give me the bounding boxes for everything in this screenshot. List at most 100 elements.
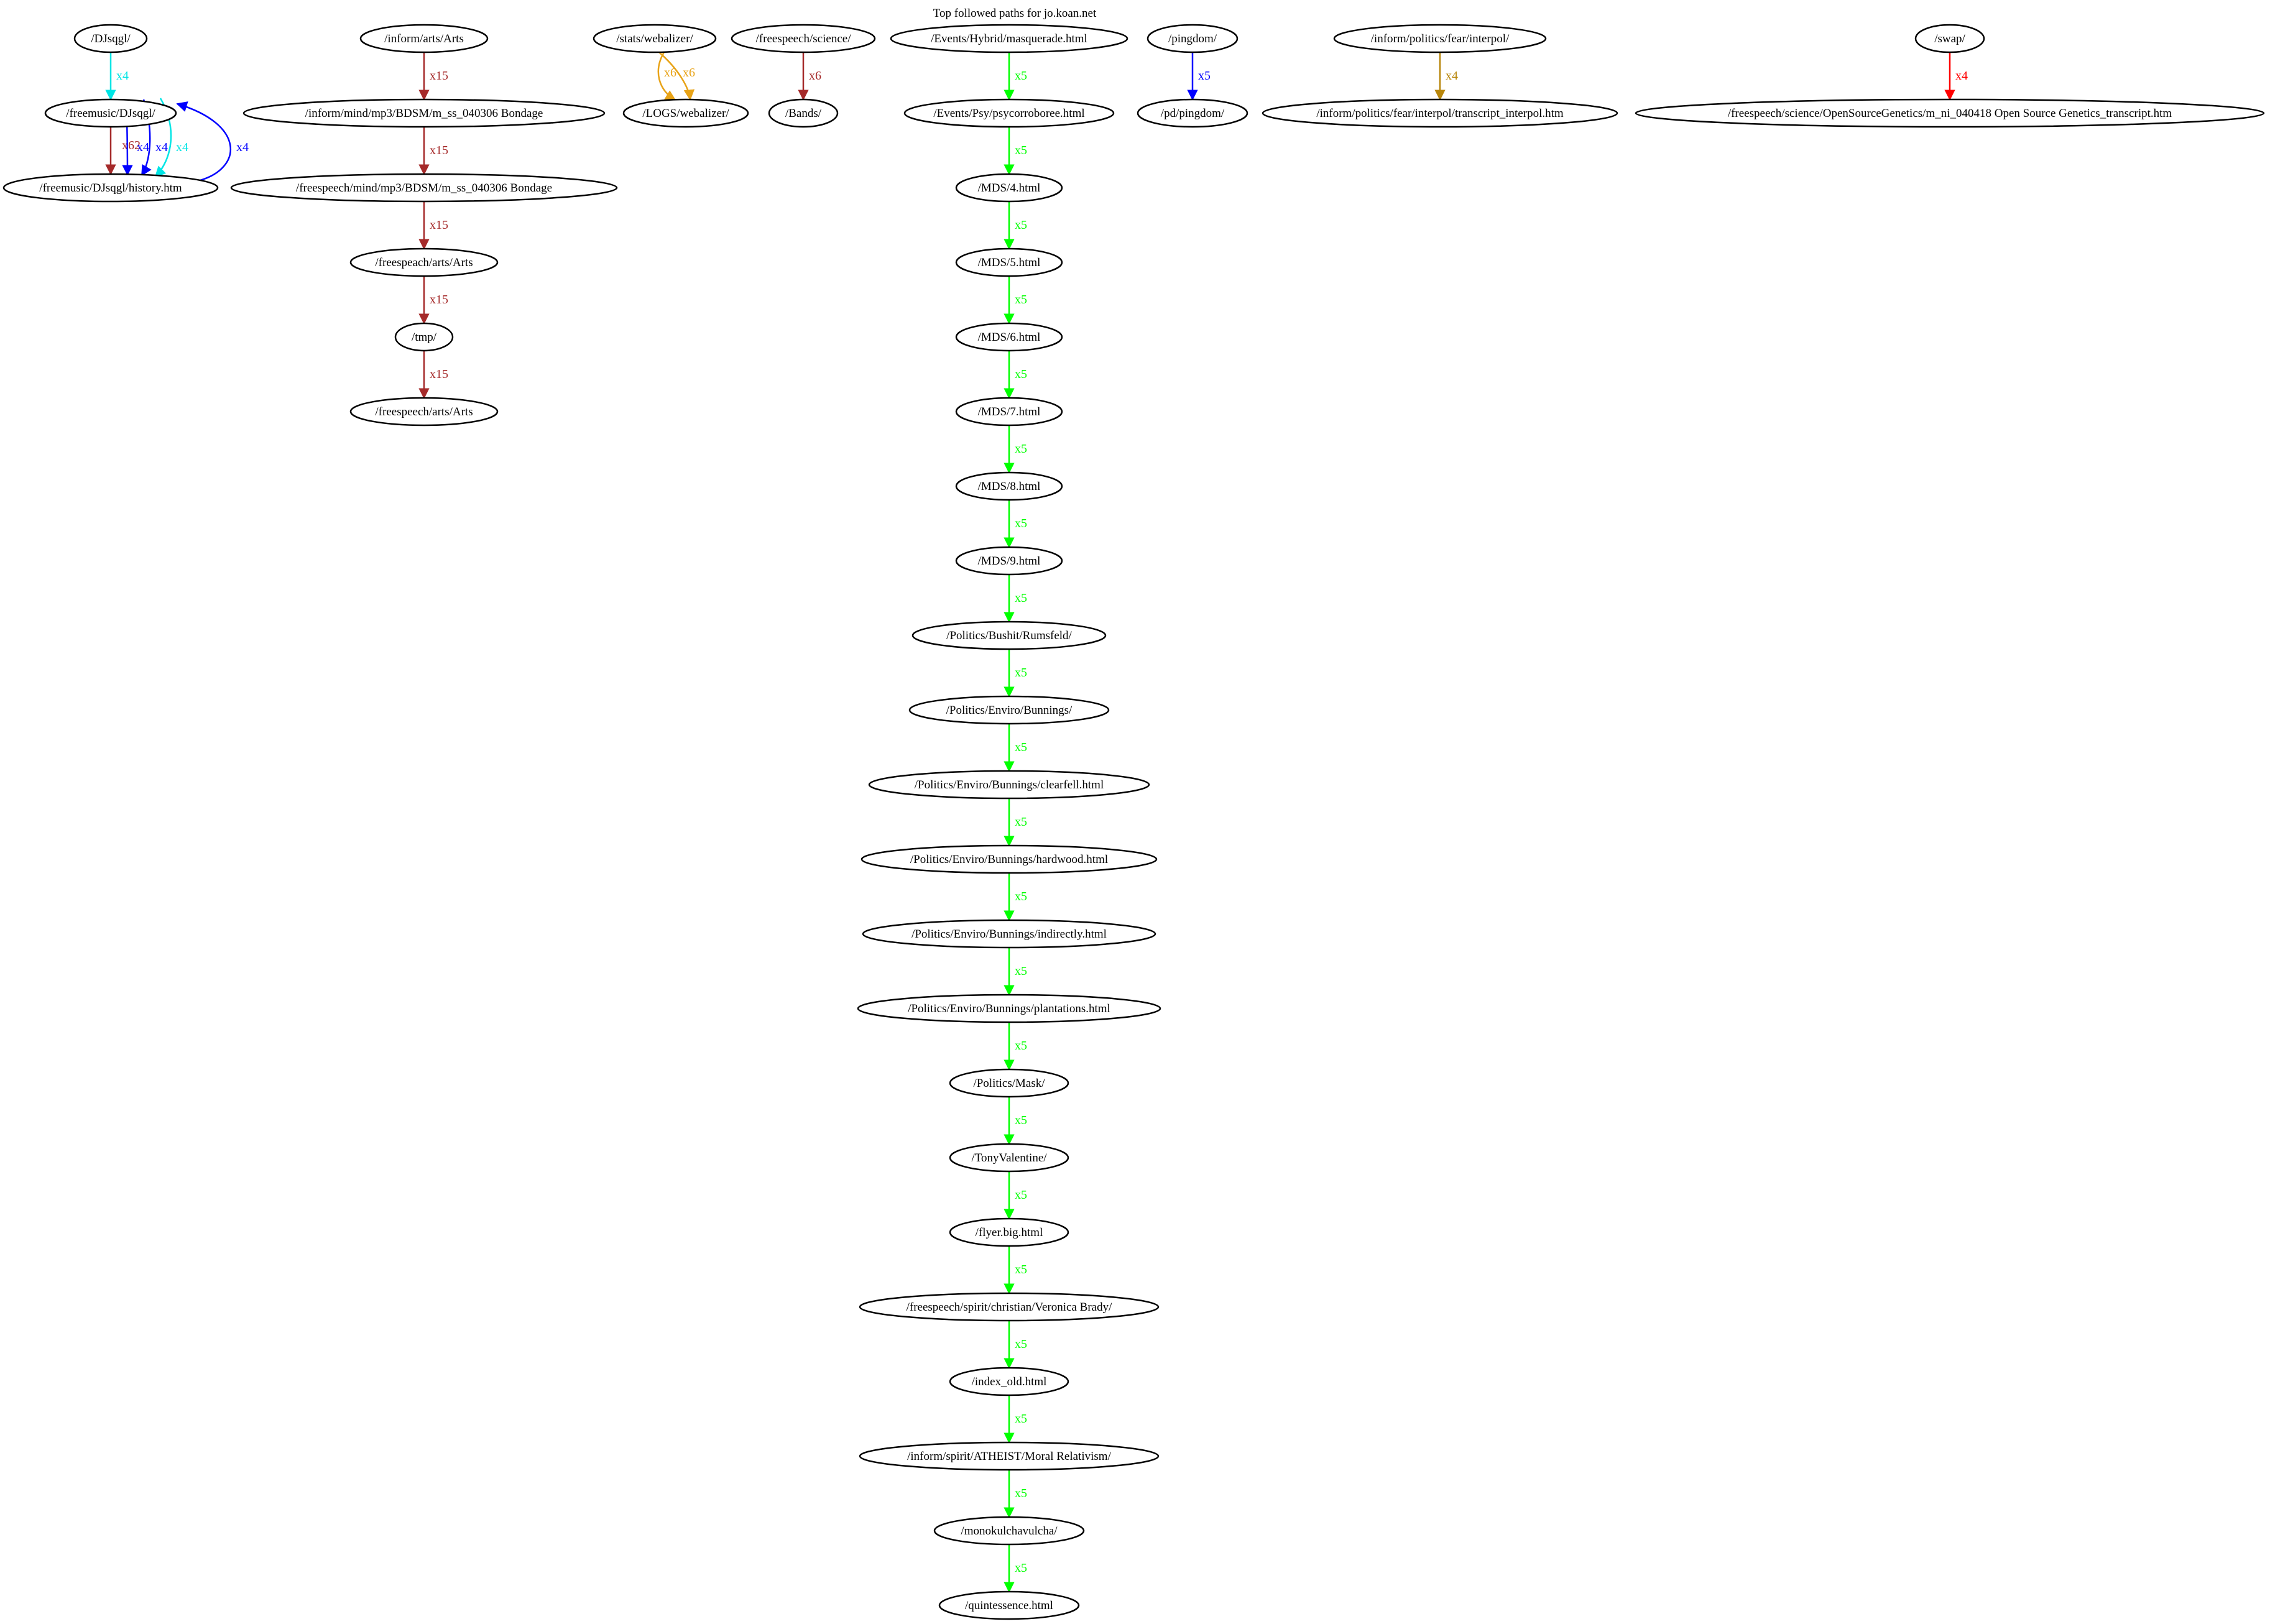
- edge: x15: [418, 201, 448, 250]
- edge-label: x5: [1015, 740, 1027, 754]
- node-label: /LOGS/webalizer/: [642, 107, 729, 120]
- graph-node: /MDS/6.html: [955, 322, 1063, 352]
- edge-label: x6: [683, 66, 695, 80]
- edge-label: x5: [1015, 1412, 1027, 1426]
- edge-label: x15: [430, 218, 448, 232]
- graph-node: /MDS/4.html: [955, 173, 1063, 203]
- graph-node: /Politics/Enviro/Bunnings/clearfell.html: [868, 770, 1150, 800]
- edge: x5: [1004, 1171, 1027, 1220]
- edge: x4: [1944, 52, 1968, 101]
- graph-node: /TonyValentine/: [949, 1143, 1069, 1173]
- graph-node: /inform/spirit/ATHEIST/Moral Relativism/: [859, 1441, 1160, 1471]
- edge-label: x6: [809, 69, 821, 83]
- node-ellipse: [933, 1516, 1085, 1546]
- edge: x5: [1187, 52, 1211, 101]
- node-ellipse: [955, 322, 1063, 352]
- graph-node: /swap/: [1914, 24, 1985, 53]
- edge: x5: [1004, 649, 1027, 698]
- node-ellipse: [1147, 24, 1239, 53]
- graph-node: /MDS/5.html: [955, 247, 1063, 277]
- node-label: /freespeech/science/: [756, 32, 852, 45]
- node-label: /DJsqgl/: [91, 32, 131, 45]
- graph-node: /freespeech/spirit/christian/Veronica Br…: [859, 1292, 1160, 1322]
- node-label: /quintessence.html: [965, 1599, 1053, 1612]
- node-ellipse: [349, 397, 499, 427]
- node-ellipse: [242, 98, 606, 128]
- node-ellipse: [862, 919, 1156, 949]
- edge-label: x5: [1015, 1039, 1027, 1053]
- edge: x5: [1004, 127, 1027, 175]
- edge: x5: [1004, 948, 1027, 996]
- node-ellipse: [890, 24, 1128, 53]
- node-ellipse: [359, 24, 489, 53]
- edge-label: x5: [1015, 890, 1027, 903]
- node-label: /freespeach/arts/Arts: [375, 256, 473, 269]
- edge-label: x5: [1198, 69, 1211, 83]
- node-label: /pd/pingdom/: [1161, 107, 1225, 120]
- node-label: /pingdom/: [1168, 32, 1217, 45]
- graph-node: /MDS/8.html: [955, 471, 1063, 501]
- edge-line: [176, 101, 231, 182]
- edge: x5: [1004, 1470, 1027, 1518]
- edge: x6: [798, 52, 821, 101]
- node-ellipse: [859, 1292, 1160, 1322]
- edge: x5: [1004, 1321, 1027, 1369]
- node-label: /Politics/Enviro/Bunnings/indirectly.htm…: [911, 928, 1107, 941]
- edge-label: x15: [430, 69, 448, 83]
- edge: x4: [1434, 52, 1458, 101]
- graph-node: /freespeech/science/OpenSourceGenetics/m…: [1635, 98, 2265, 128]
- graph-node: /stats/webalizer/: [593, 24, 717, 53]
- node-ellipse: [955, 247, 1063, 277]
- node-ellipse: [1635, 98, 2265, 128]
- node-label: /flyer.big.html: [976, 1226, 1043, 1239]
- edge-label: x4: [176, 141, 188, 154]
- edge: x5: [1004, 276, 1027, 325]
- graph-node: /Politics/Enviro/Bunnings/indirectly.htm…: [862, 919, 1156, 949]
- node-label: /inform/mind/mp3/BDSM/m_ss_040306 Bondag…: [305, 107, 543, 120]
- edge: x5: [1004, 201, 1027, 250]
- edge: x5: [1004, 52, 1027, 101]
- node-ellipse: [394, 322, 454, 352]
- edge-label: x5: [1015, 1561, 1027, 1575]
- node-label: /swap/: [1934, 32, 1965, 45]
- nodes-layer: /DJsqgl//freemusic/DJsqgl//freemusic/DJs…: [2, 24, 2265, 1620]
- graph-node: /freespeach/arts/Arts: [349, 247, 499, 277]
- node-label: /monokulchavulcha/: [961, 1525, 1058, 1538]
- edge: x5: [1004, 1246, 1027, 1294]
- node-label: /MDS/8.html: [978, 480, 1041, 493]
- graph-node: /pd/pingdom/: [1137, 98, 1248, 128]
- node-ellipse: [908, 695, 1110, 725]
- node-ellipse: [949, 1068, 1069, 1098]
- node-label: /Bands/: [785, 107, 822, 120]
- node-label: /Politics/Mask/: [973, 1077, 1045, 1090]
- graph-node: /freemusic/DJsqgl/history.htm: [2, 173, 219, 203]
- node-ellipse: [1333, 24, 1547, 53]
- graph-node: /inform/politics/fear/interpol/: [1333, 24, 1547, 53]
- edge-label: x4: [155, 141, 168, 154]
- graph-node: /Politics/Enviro/Bunnings/plantations.ht…: [857, 994, 1161, 1023]
- graph-node: /Politics/Mask/: [949, 1068, 1069, 1098]
- graph-node: /Events/Psy/psycorroboree.html: [903, 98, 1115, 128]
- node-ellipse: [860, 844, 1158, 874]
- node-ellipse: [949, 1143, 1069, 1173]
- node-ellipse: [44, 98, 177, 128]
- edge-label: x5: [1015, 144, 1027, 157]
- node-label: /index_old.html: [972, 1375, 1047, 1388]
- edge-label: x4: [1955, 69, 1968, 83]
- graph-node: /tmp/: [394, 322, 454, 352]
- graph-node: /inform/arts/Arts: [359, 24, 489, 53]
- node-label: /inform/arts/Arts: [384, 32, 464, 45]
- edge: x5: [1004, 425, 1027, 474]
- node-label: /TonyValentine/: [971, 1151, 1047, 1165]
- edge: x5: [1004, 724, 1027, 772]
- node-ellipse: [859, 1441, 1160, 1471]
- graph-node: /freespeech/mind/mp3/BDSM/m_ss_040306 Bo…: [230, 173, 618, 203]
- node-label: /tmp/: [412, 331, 437, 344]
- node-ellipse: [230, 173, 618, 203]
- node-ellipse: [949, 1367, 1069, 1396]
- edge-label: x6: [664, 66, 676, 80]
- edge: x15: [418, 351, 448, 399]
- node-ellipse: [1137, 98, 1248, 128]
- node-label: /Events/Hybrid/masquerade.html: [931, 32, 1087, 45]
